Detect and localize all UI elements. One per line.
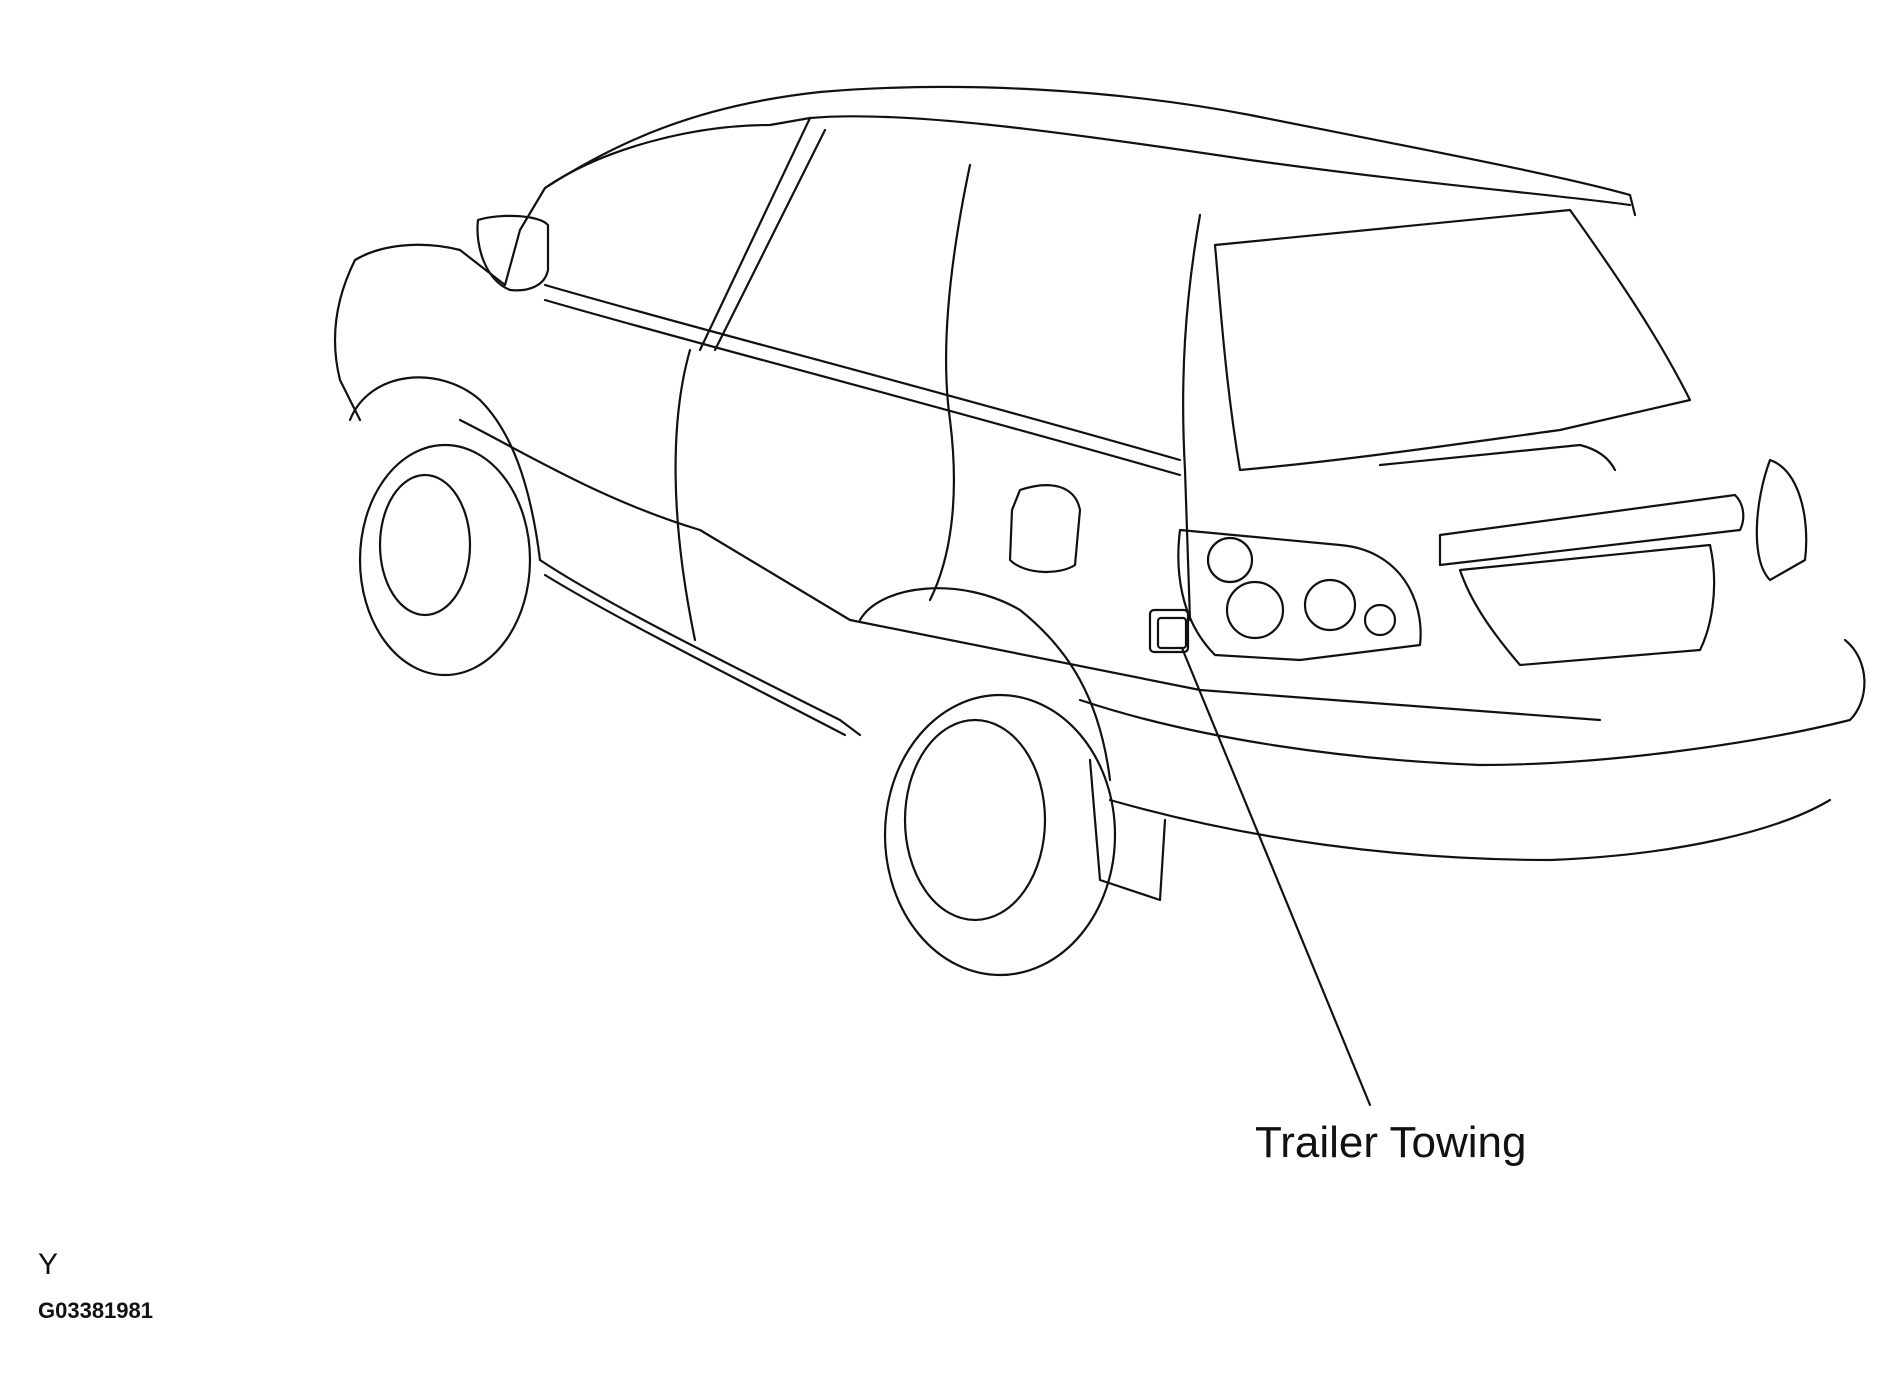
- rear-mud-flap: [1088, 758, 1167, 902]
- front-door: [674, 348, 697, 642]
- rear-glass: [1213, 208, 1692, 472]
- body-side: [458, 418, 1602, 722]
- right-tail-lamp: [1755, 458, 1808, 582]
- roof-rail: [808, 115, 1632, 207]
- callout-leader-line: [1180, 646, 1372, 1107]
- trailer-towing-label: Trailer Towing: [1255, 1118, 1527, 1167]
- tail-lamp-4: [1363, 603, 1397, 637]
- trailer-towing-connector: [1148, 608, 1190, 654]
- a-pillar-inner: [713, 128, 827, 352]
- fuel-door: [1008, 484, 1082, 574]
- belt-line-2: [543, 298, 1182, 477]
- rear-wheel: [883, 693, 1117, 977]
- rear-door: [928, 418, 956, 602]
- rear-wheel-arch: [858, 587, 1112, 782]
- belt-line: [543, 283, 1182, 462]
- view-letter: Y: [38, 1248, 59, 1281]
- front-wheel-rim: [378, 473, 472, 617]
- rear-bumper-lower: [1108, 798, 1832, 862]
- c-pillar: [1182, 213, 1202, 622]
- trailer-towing-connector-face: [1156, 616, 1188, 650]
- figure-id: G03381981: [38, 1298, 153, 1323]
- front-wheel-arch: [348, 376, 542, 562]
- windshield: [503, 116, 812, 287]
- a-pillar: [698, 116, 812, 352]
- rocker-panel: [538, 558, 862, 737]
- rear-bumper: [1078, 638, 1866, 767]
- roof-outline: [543, 85, 1637, 217]
- hood: [333, 243, 507, 422]
- rear-garnish: [1438, 493, 1745, 567]
- tail-lamp-1: [1206, 536, 1254, 584]
- license-recess: [1458, 543, 1716, 667]
- front-wheel: [358, 443, 532, 677]
- rear-wiper: [1378, 443, 1617, 472]
- tail-lamp-2: [1225, 580, 1285, 640]
- b-pillar: [945, 163, 972, 422]
- left-tail-lamp: [1177, 528, 1422, 662]
- rocker-panel-2: [543, 573, 847, 737]
- rear-wheel-rim: [903, 718, 1047, 922]
- side-mirror: [476, 214, 550, 292]
- tail-lamp-3: [1303, 578, 1357, 632]
